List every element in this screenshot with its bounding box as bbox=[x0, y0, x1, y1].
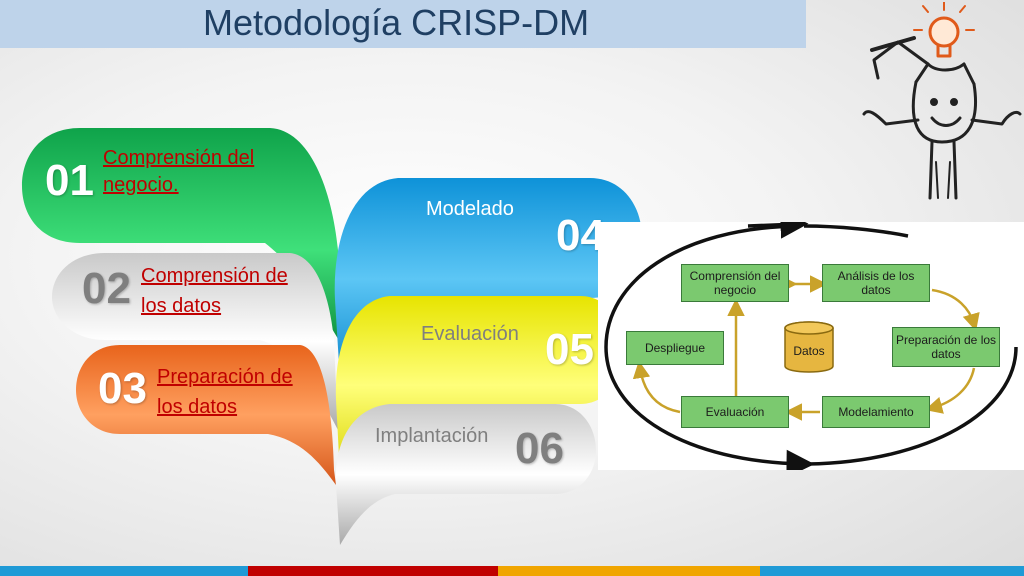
title-bar bbox=[0, 0, 806, 48]
strip-segment-4 bbox=[760, 566, 1024, 576]
crisp-dm-cycle-arrows bbox=[604, 222, 1018, 470]
bubble-01 bbox=[22, 128, 345, 350]
strip-segment-2 bbox=[248, 566, 498, 576]
cycle-box-deployment: Despliegue bbox=[626, 331, 724, 365]
step-05-number: 05 bbox=[545, 325, 594, 374]
step-06-number: 06 bbox=[515, 424, 564, 473]
step-03-label-line2[interactable]: los datos bbox=[157, 396, 238, 418]
cycle-box-data-preparation: Preparación de los datos bbox=[892, 327, 1000, 367]
step-05-label: Evaluación bbox=[421, 323, 519, 345]
step-01-number: 01 bbox=[45, 156, 94, 205]
step-01-label-line2[interactable]: negocio. bbox=[103, 174, 179, 196]
step-04-label: Modelado bbox=[426, 198, 514, 220]
lightbulb-thinking-figure-icon bbox=[862, 2, 1022, 200]
cycle-box-modeling: Modelamiento bbox=[822, 396, 930, 428]
page-title: Metodología CRISP-DM bbox=[203, 2, 590, 43]
bubble-02 bbox=[52, 253, 338, 430]
step-02-label-line2[interactable]: los datos bbox=[141, 295, 222, 317]
cycle-box-evaluation: Evaluación bbox=[681, 396, 789, 428]
bubble-05 bbox=[335, 296, 624, 475]
step-02-number: 02 bbox=[82, 264, 131, 313]
bottom-color-strip bbox=[0, 566, 1024, 576]
step-06-label: Implantación bbox=[375, 425, 489, 447]
bubble-06 bbox=[335, 404, 596, 545]
step-02-label-line1[interactable]: Comprensión de bbox=[141, 265, 288, 287]
cycle-box-business-understanding: Comprensión del negocio bbox=[681, 264, 789, 302]
cycle-data-label: Datos bbox=[793, 344, 825, 358]
step-04-number: 04 bbox=[556, 211, 605, 260]
step-01-label-line1[interactable]: Comprensión del bbox=[103, 147, 255, 169]
bubble-03 bbox=[76, 345, 336, 485]
step-03-label-line1[interactable]: Preparación de bbox=[157, 366, 293, 388]
strip-segment-3 bbox=[498, 566, 760, 576]
bubble-04 bbox=[334, 178, 642, 380]
step-03-number: 03 bbox=[98, 364, 147, 413]
cycle-box-data-understanding: Análisis de los datos bbox=[822, 264, 930, 302]
strip-segment-1 bbox=[0, 566, 248, 576]
